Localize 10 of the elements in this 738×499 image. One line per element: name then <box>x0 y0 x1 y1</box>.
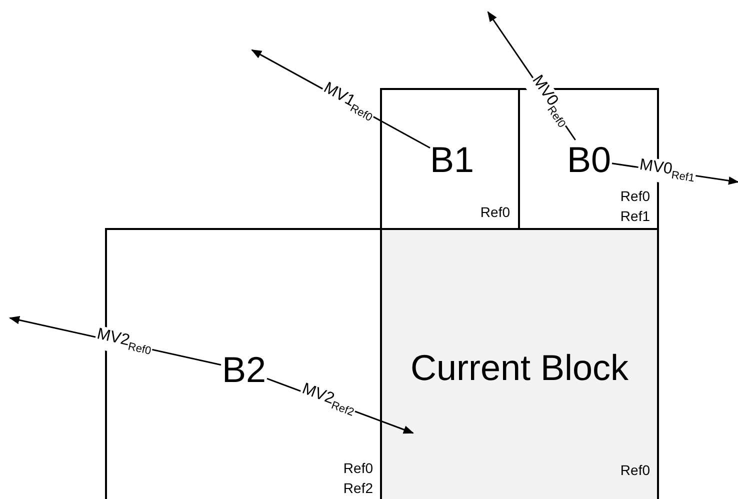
block-label: Current Block <box>409 346 630 390</box>
block-box <box>380 228 659 499</box>
reference-list: Ref0 Ref2 <box>339 458 373 498</box>
block-box <box>380 88 520 230</box>
block-label: B0 <box>566 140 612 180</box>
reference-list: Ref0 <box>476 202 510 222</box>
reference-list: Ref0 Ref1 <box>616 186 650 226</box>
block-label: B1 <box>430 140 474 180</box>
block-label: B2 <box>221 350 267 390</box>
reference-list: Ref0 <box>616 460 650 480</box>
